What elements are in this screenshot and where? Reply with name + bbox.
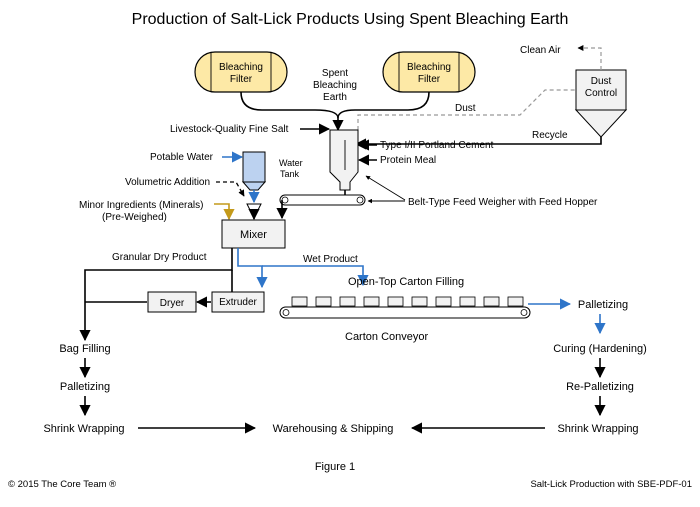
protein-meal-label: Protein Meal [380, 155, 436, 166]
water-tank-label-1: Water [279, 158, 303, 168]
minor-ingredients-label-1: Minor Ingredients (Minerals) [79, 200, 204, 211]
figure-caption: Figure 1 [315, 461, 355, 473]
potable-water-label: Potable Water [150, 152, 214, 163]
bleaching-filter-right: Bleaching Filter [382, 51, 476, 93]
footer-document-id: Salt-Lick Production with SBE-PDF-01 [530, 479, 692, 490]
feed-weigher-pointer-1 [365, 175, 406, 201]
mixer-label: Mixer [240, 229, 267, 241]
right-shrink-wrapping-label: Shrink Wrapping [557, 423, 638, 435]
wet-product-to-cartons [262, 265, 369, 287]
water-tank-label-2: Tank [280, 169, 300, 179]
volumetric-addition-label: Volumetric Addition [125, 177, 210, 188]
carton-conveyor-label: Carton Conveyor [345, 331, 428, 343]
recycle-flow [354, 137, 602, 150]
fine-salt-label: Livestock-Quality Fine Salt [170, 124, 289, 135]
minor-ingredients-arrow [214, 203, 235, 221]
dust-control-unit: Dust Control [574, 69, 628, 138]
feed-hopper [329, 129, 359, 191]
feed-weigher-label: Belt-Type Feed Weigher with Feed Hopper [408, 197, 598, 208]
carton-conveyor [279, 306, 531, 319]
clean-air-label: Clean Air [520, 45, 561, 56]
sbe-flow-right [337, 91, 430, 119]
extruder-label: Extruder [219, 297, 257, 308]
spent-bleaching-earth-label-2: Bleaching [313, 80, 357, 91]
volumetric-doser [246, 203, 262, 213]
minor-ingredients-label-2: (Pre-Weighed) [102, 212, 167, 223]
bleaching-filter-left: Bleaching Filter [194, 51, 288, 93]
bleaching-filter-left-label-1: Bleaching [219, 62, 263, 73]
left-shrink-wrapping-label: Shrink Wrapping [43, 423, 124, 435]
spent-bleaching-earth-label-3: Earth [323, 92, 347, 103]
belt-feed-weigher [279, 194, 366, 206]
bleaching-filter-left-label-2: Filter [230, 74, 253, 85]
right-palletizing-label: Palletizing [578, 299, 628, 311]
mixer-box [221, 219, 286, 249]
copyright-text: © 2015 The Core Team ® [8, 479, 116, 490]
carton-filling-label: Open-Top Carton Filling [348, 276, 464, 288]
volumetric-addition-arrow [216, 181, 245, 197]
bleaching-filter-right-label-2: Filter [418, 74, 441, 85]
extruder-box [211, 291, 265, 313]
wet-product-label: Wet Product [303, 254, 358, 265]
mixer-output [79, 248, 233, 342]
portland-cement-label: Type I/II Portland Cement [380, 140, 494, 151]
warehousing-label: Warehousing & Shipping [273, 423, 394, 435]
sbe-flow-left [240, 91, 344, 132]
curing-label: Curing (Hardening) [553, 343, 647, 355]
carton-row [291, 296, 524, 307]
clean-air-flow [577, 45, 602, 70]
dust-label: Dust [455, 103, 476, 114]
spent-bleaching-earth-label-1: Spent [322, 68, 348, 79]
dust-flow [357, 89, 576, 130]
diagram-title: Production of Salt-Lick Products Using S… [132, 11, 569, 28]
dryer-label: Dryer [160, 298, 185, 309]
bag-filling-label: Bag Filling [59, 343, 110, 355]
wet-product-to-extruder [237, 248, 268, 289]
left-palletizing-label: Palletizing [60, 381, 110, 393]
water-tank [241, 151, 267, 191]
bleaching-filter-right-label-1: Bleaching [407, 62, 451, 73]
granular-dry-product-label: Granular Dry Product [112, 252, 207, 263]
dust-control-label-1: Dust [591, 76, 612, 87]
recycle-label: Recycle [532, 130, 568, 141]
dust-control-label-2: Control [585, 88, 617, 99]
re-palletizing-label: Re-Palletizing [566, 381, 634, 393]
